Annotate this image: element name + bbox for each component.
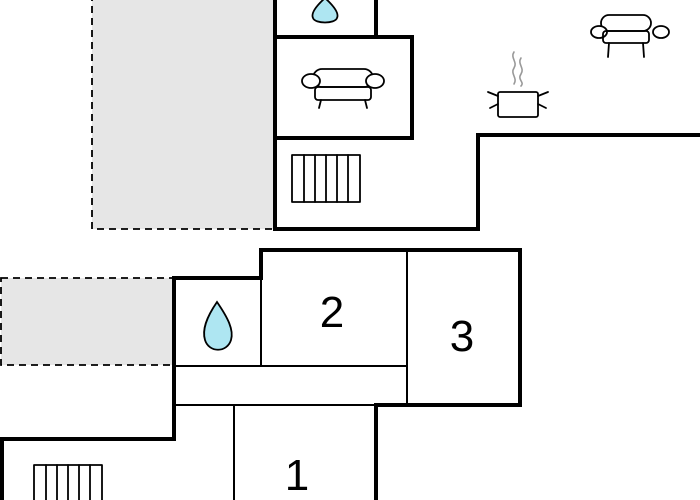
- terrace-lower: [0, 277, 175, 366]
- terrace-upper: [91, 0, 276, 230]
- room-number-2: 2: [320, 288, 344, 337]
- sofa-icon: [590, 14, 670, 58]
- water-drop-icon: [203, 300, 233, 351]
- lower-floor-outline: [0, 276, 176, 500]
- radiator-icon: [291, 154, 361, 203]
- sofa-icon: [301, 68, 385, 109]
- room-number-3: 3: [450, 312, 474, 361]
- upper-floor-outline: [273, 0, 700, 231]
- lower-floor-outline-top: [172, 248, 522, 500]
- room-number-1: 1: [285, 451, 309, 500]
- cooking-pot-icon: [487, 51, 549, 118]
- radiator-icon: [33, 464, 103, 500]
- water-drop-icon: [311, 0, 339, 24]
- upper-living-room: [273, 35, 414, 140]
